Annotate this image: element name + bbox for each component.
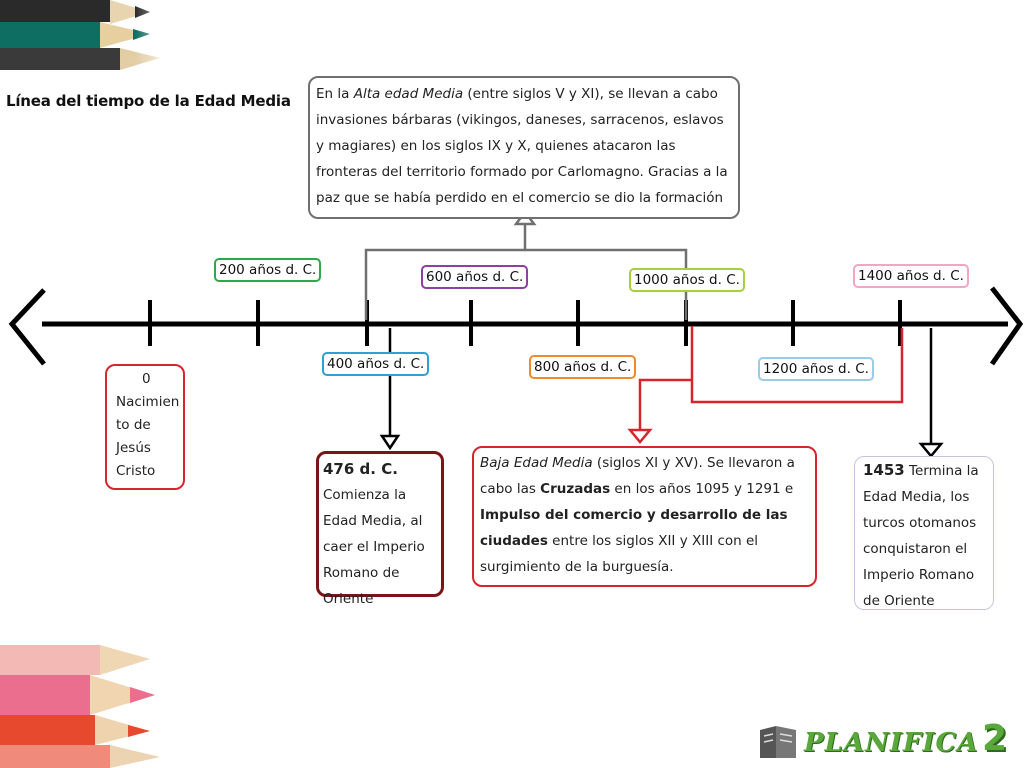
- baja-text-2: en los años 1095 y 1291 e: [610, 481, 794, 497]
- label-200: 200 años d. C.: [214, 258, 322, 282]
- label-1000: 1000 años d. C.: [629, 268, 745, 292]
- baja-impulso: Impulso del comercio y desarrollo de las…: [480, 507, 788, 549]
- book-icon: [760, 726, 796, 758]
- label-800: 800 años d. C.: [529, 355, 637, 379]
- event-1453-text: Termina la Edad Media, los turcos otoman…: [863, 463, 979, 609]
- birth-line-1: Nacimien: [116, 394, 180, 410]
- alta-text-3: .: [425, 216, 429, 217]
- pencils-top-decoration: [0, 0, 180, 70]
- label-1200: 1200 años d. C.: [758, 357, 874, 381]
- logo-number: 2: [982, 718, 1008, 759]
- baja-text-3: entre los siglos XII y XIII con el surgi…: [480, 533, 759, 575]
- alta-edad-media-box: En la Alta edad Media (entre siglos V y …: [308, 76, 740, 219]
- right-arrowhead: [989, 286, 1024, 366]
- planifica2-logo: PLANIFICA 2: [756, 718, 1016, 762]
- event-476-text: Comienza la Edad Media, al caer el Imper…: [323, 487, 425, 607]
- alta-title: Alta edad Media: [353, 86, 464, 102]
- birth-box: 0 Nacimien to de Jesús Cristo: [105, 364, 185, 490]
- arrow-1453: [918, 328, 944, 458]
- label-600: 600 años d. C.: [421, 265, 529, 289]
- baja-text-1: (siglos XI y XV). Se llevaron a cabo las: [480, 455, 795, 497]
- arrow-476: [379, 328, 401, 451]
- baja-connector: [627, 326, 904, 444]
- left-arrowhead: [8, 288, 46, 366]
- event-476-box: 476 d. C. Comienza la Edad Media, al cae…: [316, 451, 444, 607]
- baja-cruzadas: Cruzadas: [540, 481, 611, 497]
- event-476-year: 476 d. C.: [323, 460, 398, 478]
- label-1400: 1400 años d. C.: [853, 264, 969, 288]
- logo-text: PLANIFICA: [804, 728, 979, 758]
- alta-feudalismo: feudalismo: [341, 216, 425, 217]
- event-1453-year: 1453: [863, 461, 905, 479]
- birth-line-4: Cristo: [116, 463, 156, 479]
- pencils-bottom-decoration: [0, 645, 160, 768]
- birth-line-2: to de: [116, 417, 151, 433]
- alta-text-2: (entre siglos V y XI), se llevan a cabo …: [316, 86, 728, 217]
- alta-text-1: En la: [316, 86, 354, 102]
- birth-line-3: Jesús: [116, 440, 151, 456]
- event-1453-box: 1453 Termina la Edad Media, los turcos o…: [854, 456, 994, 610]
- label-400: 400 años d. C.: [322, 352, 430, 376]
- baja-title: Baja Edad Media: [480, 455, 593, 471]
- baja-edad-media-box: Baja Edad Media (siglos XI y XV). Se lle…: [472, 446, 817, 587]
- birth-line-0: 0: [142, 371, 151, 387]
- page-title: Línea del tiempo de la Edad Media: [6, 92, 291, 110]
